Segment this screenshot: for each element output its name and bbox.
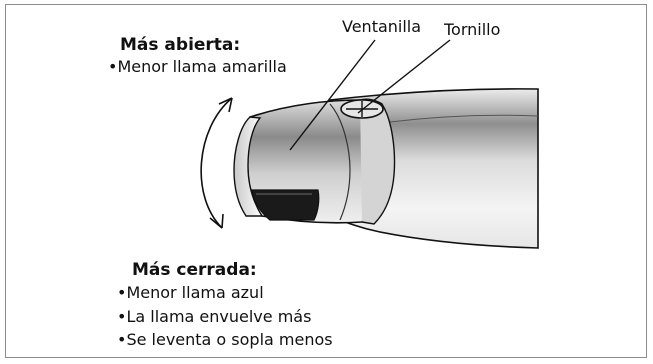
open-bullet: •Menor llama amarilla	[108, 57, 287, 76]
leader-tornillo	[357, 39, 451, 114]
label-tornillo: Tornillo	[444, 20, 501, 39]
leader-ventanilla	[289, 39, 376, 151]
closed-bullet: •Se leventa o sopla menos	[117, 330, 333, 349]
ring-edge-line	[329, 103, 351, 221]
rotation-arrowhead-top	[218, 97, 233, 113]
air-window	[251, 189, 320, 221]
ring-collar	[359, 98, 396, 225]
rotation-arc	[200, 97, 233, 229]
tube-contour-line	[389, 114, 539, 123]
closed-bullet: •Menor llama azul	[117, 283, 264, 302]
sleeve-front-face	[233, 116, 264, 217]
closed-bullet: •La llama envuelve más	[117, 307, 312, 326]
open-title: Más abierta:	[120, 35, 241, 55]
closed-title: Más cerrada:	[132, 260, 257, 280]
label-ventanilla: Ventanilla	[342, 17, 422, 36]
rotation-arrowhead-bottom	[209, 213, 224, 229]
